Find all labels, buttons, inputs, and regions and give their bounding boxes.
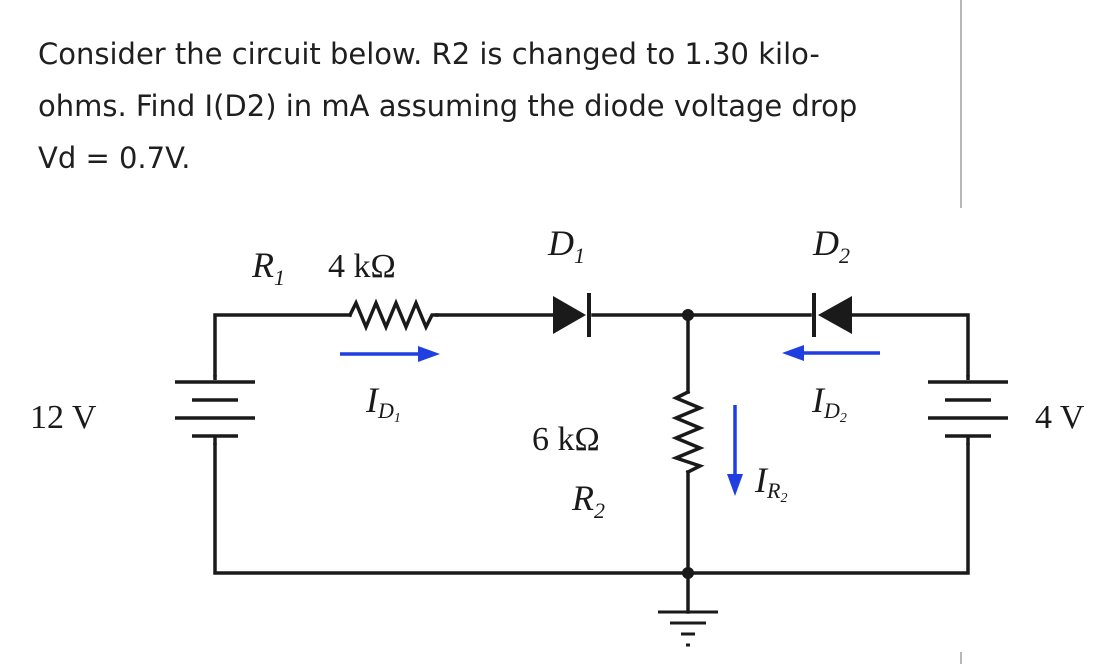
label-source-right: 4 V (1035, 399, 1085, 436)
arrow-ir2 (727, 405, 743, 496)
label-d2: D2 (812, 223, 850, 268)
resistor-r2 (671, 389, 705, 475)
divider-line (960, 0, 962, 208)
wire-top-right (850, 313, 970, 377)
label-ir2: IR2 (754, 460, 787, 506)
circuit-wires (213, 313, 970, 614)
label-d1: D1 (547, 223, 585, 268)
label-r1-value: 4 kΩ (328, 248, 396, 285)
resistor-r1 (347, 298, 439, 332)
label-id1: ID1 (365, 380, 401, 426)
diode-d1 (553, 293, 591, 337)
label-r1: R1 (251, 245, 285, 290)
arrow-id2 (782, 345, 880, 361)
junction-bottom (682, 567, 694, 579)
question-line-3: Vd = 0.7V. (38, 141, 191, 175)
arrow-id1 (340, 346, 440, 362)
junction-top (682, 309, 694, 321)
question-line-2: ohms. Find I(D2) in mA assuming the diod… (38, 89, 858, 123)
label-r2-value: 6 kΩ (532, 421, 600, 458)
label-r2: R2 (571, 478, 605, 523)
diode-d2 (812, 293, 852, 337)
battery-right (928, 375, 1008, 445)
question-line-1: Consider the circuit below. R2 is change… (38, 37, 820, 71)
divider-tick (960, 652, 962, 664)
ground-icon (658, 610, 718, 647)
question-text: Consider the circuit below. R2 is change… (38, 28, 938, 184)
wire-top-left (213, 313, 352, 377)
label-source-left: 12 V (30, 399, 97, 436)
battery-left (175, 375, 255, 445)
label-id2: ID2 (811, 380, 847, 426)
wire-bottom (213, 443, 970, 575)
